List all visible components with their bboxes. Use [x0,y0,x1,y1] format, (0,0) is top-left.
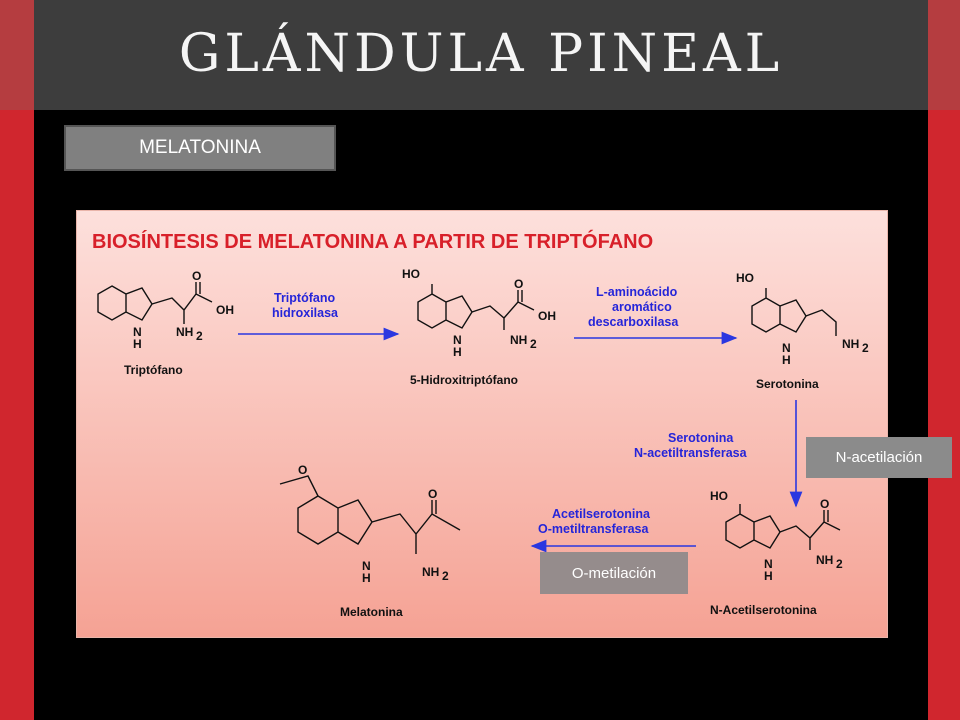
svg-text:O: O [428,487,437,501]
enzyme-2-line-1: L-aminoácido [596,285,678,299]
compound-label-n-acetylserotonin: N-Acetilserotonina [710,603,817,617]
svg-text:2: 2 [442,569,449,583]
enzyme-3-line-2: N-acetiltransferasa [634,446,748,460]
svg-text:O: O [298,463,307,477]
svg-text:N: N [453,333,462,347]
svg-text:NH: NH [422,565,439,579]
left-accent-bar [0,0,34,720]
enzyme-2-line-2: aromático [612,300,672,314]
slide-title: GLÁNDULA PINEAL [178,24,784,84]
svg-text:2: 2 [836,557,843,571]
svg-text:O: O [820,497,829,511]
serotonin-structure: HO N H NH 2 [736,271,869,367]
svg-text:H: H [764,569,773,583]
enzyme-1-line-1: Triptófano [274,291,335,305]
svg-text:NH: NH [510,333,527,347]
svg-text:N: N [782,341,791,355]
svg-text:O: O [192,269,201,283]
n-acetylserotonin-structure: HO N H O NH 2 [710,489,843,583]
compound-label-5-hydroxytryptophan: 5-Hidroxitriptófano [410,373,518,387]
compound-label-tryptophan: Triptófano [124,363,183,377]
note-n-acetilacion: N-acetilación [806,437,952,478]
enzyme-1-line-2: hidroxilasa [272,306,339,320]
svg-text:N: N [764,557,773,571]
section-tag: MELATONINA [64,125,336,171]
svg-text:N: N [133,325,142,339]
svg-text:N: N [362,559,371,573]
compound-label-serotonin: Serotonina [756,377,819,391]
right-accent-bar [928,0,960,720]
svg-text:HO: HO [710,489,728,503]
svg-text:H: H [453,345,462,359]
svg-text:OH: OH [216,303,234,317]
melatonin-biosynthesis-diagram: BIOSÍNTESIS DE MELATONINA A PARTIR DE TR… [92,229,869,619]
enzyme-4-line-2: O-metiltransferasa [538,522,650,536]
enzyme-4-line-1: Acetilserotonina [552,507,651,521]
svg-text:2: 2 [196,329,203,343]
svg-text:2: 2 [862,341,869,355]
svg-text:OH: OH [538,309,556,323]
svg-text:NH: NH [176,325,193,339]
svg-text:O: O [514,277,523,291]
diagram-panel [76,210,888,638]
enzyme-2-line-3: descarboxilasa [588,315,679,329]
svg-text:NH: NH [816,553,833,567]
svg-text:HO: HO [736,271,754,285]
svg-text:2: 2 [530,337,537,351]
diagram-heading: BIOSÍNTESIS DE MELATONINA A PARTIR DE TR… [92,229,653,253]
title-bar: GLÁNDULA PINEAL [34,0,928,110]
svg-text:H: H [362,571,371,585]
svg-text:NH: NH [842,337,859,351]
compound-label-melatonin: Melatonina [340,605,403,619]
5-hydroxytryptophan-structure: HO N H O OH NH 2 [402,267,556,359]
tryptophan-structure: N H O OH NH 2 [97,269,234,351]
svg-text:HO: HO [402,267,420,281]
svg-text:H: H [133,337,142,351]
enzyme-3-line-1: Serotonina [668,431,734,445]
melatonin-structure: O N H O NH 2 [279,463,461,585]
svg-text:H: H [782,353,791,367]
note-o-metilacion: O-metilación [540,552,688,594]
